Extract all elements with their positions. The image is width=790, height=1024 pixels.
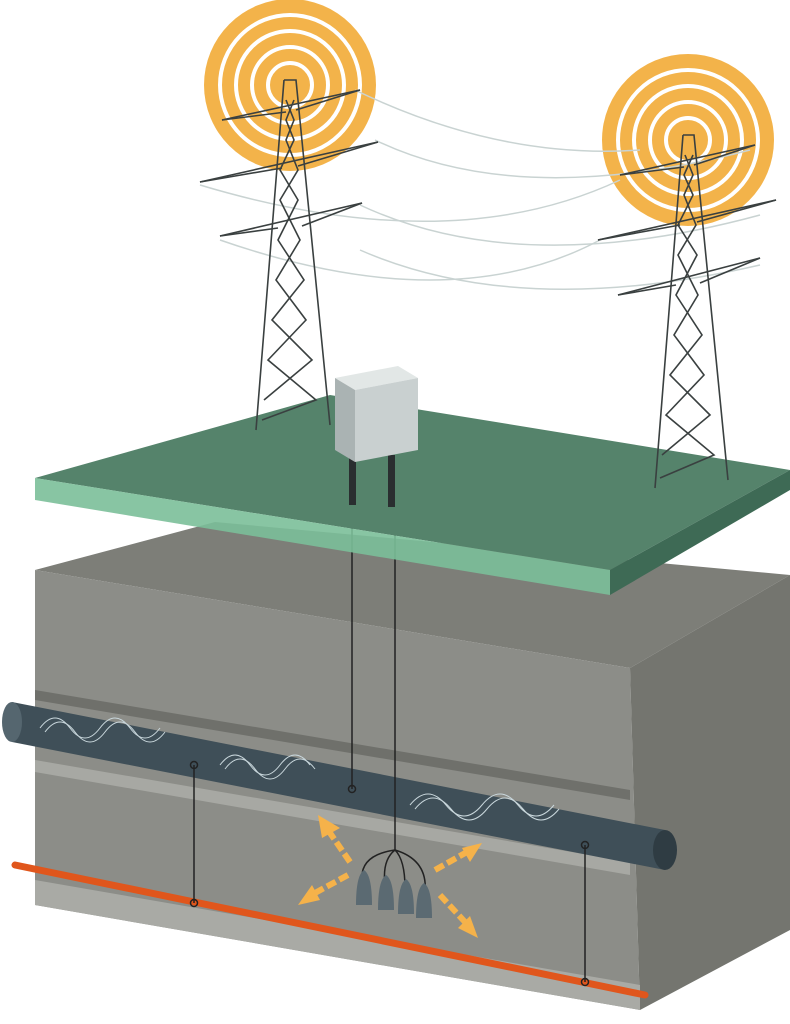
pipe-wave-icons [39,717,560,821]
ground-surface [35,395,790,595]
transmission-tower-right-icon [597,134,777,489]
pipeline [2,702,677,870]
signal-rings-right-icon [602,54,774,226]
signal-rings-left-icon [204,0,376,171]
transmission-tower-left-icon [199,79,379,431]
power-lines [199,89,761,290]
test-station-box-icon [335,366,418,507]
reference-rod [11,861,649,999]
current-arrow-icons [298,815,482,938]
anode-bed-icon [356,870,432,918]
